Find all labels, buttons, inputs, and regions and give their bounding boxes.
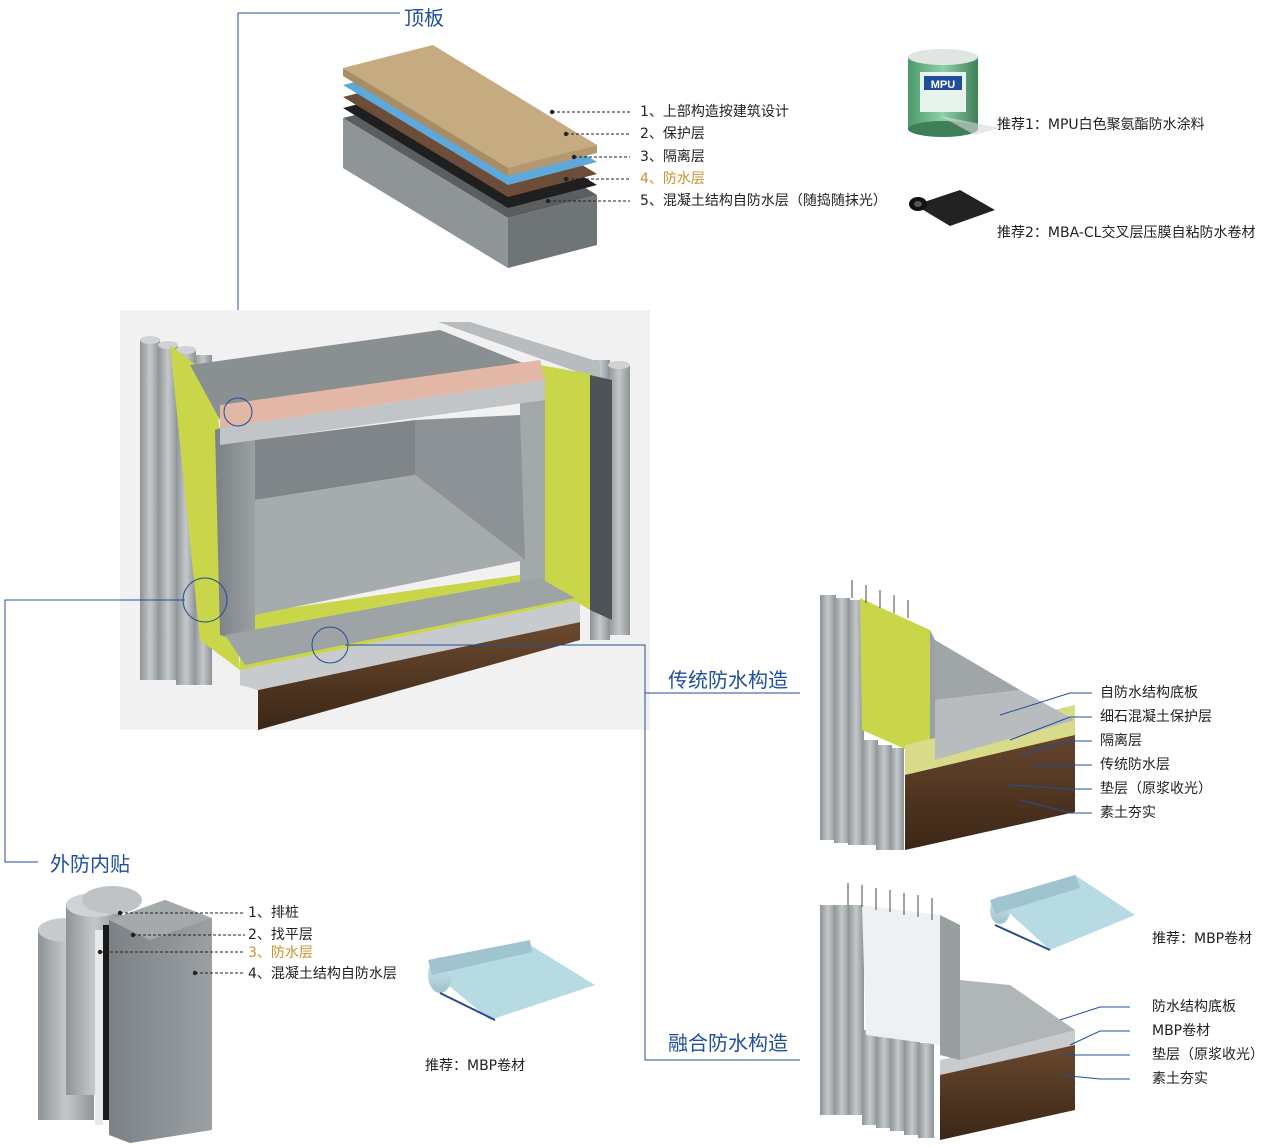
mpu-can-label: MPU [931,79,956,91]
outer-leader-lines [100,912,245,974]
roof-top-layer-edge [343,68,508,176]
roof-guide-line [237,12,400,410]
outer-title: 外防内贴 [50,852,130,876]
roof-recommend-1: 推荐1：MPU白色聚氨酯防水涂料 [997,117,1205,133]
main-tunnel-model [120,310,650,730]
roof-title: 顶板 [404,6,444,30]
mbp-roll-fusion-image [990,875,1135,951]
outer-layer-2: 2、找平层 [248,927,313,943]
tunnel-left-wall [215,415,255,645]
traditional-layer-3: 隔离层 [1100,733,1142,749]
roof-concrete-front [343,118,508,268]
fusion-layer-4: 素土夯实 [1152,1071,1208,1087]
fusion-model [820,883,1075,1140]
roof-leader-lines [548,111,630,202]
outer-model [38,886,212,1143]
roof-layer-4: 4、防水层 [640,171,705,187]
roof-layer-5: 5、混凝土结构自防水层（随捣随抹光） [640,193,887,209]
traditional-model [820,580,1075,850]
fusion-leader-lines [1059,1006,1130,1080]
roof-layer-stack [343,45,597,268]
soil-base [258,622,580,730]
roof-layer-2: 2、保护层 [640,126,705,142]
fusion-layer-1: 防水结构底板 [1152,999,1236,1015]
traditional-layer-1: 自防水结构底板 [1100,685,1198,701]
traditional-layer-2: 细石混凝土保护层 [1100,709,1212,725]
traditional-layer-6: 素土夯实 [1100,805,1156,821]
base-guide-line [345,644,800,1061]
roof-top-layer-side [508,145,597,176]
mbp-roll-outer-image [428,940,595,1021]
roof-leader-dots [545,109,577,204]
fusion-recommend: 推荐：MBP卷材 [1152,931,1253,947]
traditional-leader-lines [999,692,1092,814]
traditional-layer-4: 传统防水层 [1100,757,1170,773]
outer-leader-dots [97,910,198,976]
roof-recommend-2: 推荐2：MBA-CL交叉层压膜自粘防水卷材 [997,225,1256,241]
fusion-layer-3: 垫层（原浆收光） [1152,1047,1264,1063]
roof-layer-3: 3、隔离层 [640,149,705,165]
tunnel-roof-pink-layer [220,360,545,428]
tunnel-right-wall [520,395,545,590]
fusion-layer-2: MBP卷材 [1152,1023,1211,1039]
traditional-layer-5: 垫层（原浆收光） [1100,781,1212,797]
roof-layer-1: 1、上部构造按建筑设计 [640,104,789,120]
mpu-can-image [908,49,1000,137]
tunnel-floor [255,475,525,615]
traditional-title: 传统防水构造 [668,668,788,692]
fusion-title: 融合防水构造 [668,1031,788,1055]
mba-roll-image [909,190,995,226]
outer-recommend: 推荐：MBP卷材 [425,1058,526,1074]
outer-layer-4: 4、混凝土结构自防水层 [248,966,397,982]
yellow-waterproof-right [540,365,595,610]
outer-layer-3: 3、防水层 [248,945,313,961]
roof-concrete-side [508,195,597,268]
outer-guide-line [4,599,185,863]
outer-layer-1: 1、排桩 [248,905,299,921]
roof-top-layer [343,45,597,168]
roof-detail-marker [223,397,253,427]
